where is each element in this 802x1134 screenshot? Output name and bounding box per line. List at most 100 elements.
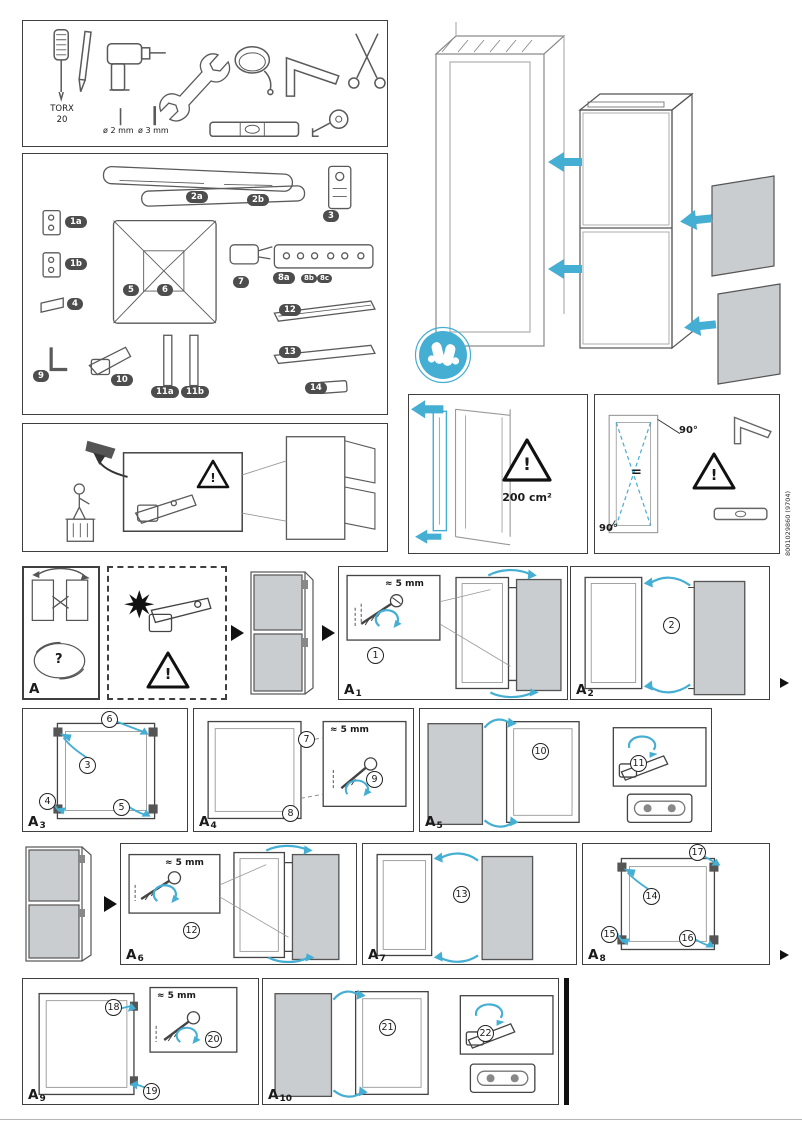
step-panel-a1: ≈ 5 mm 1 A1 [338,566,568,700]
angle-square-icon [285,56,340,97]
niche-drawing [434,22,566,347]
warning-mark: ! [210,470,216,485]
detail-inset-box [128,853,221,914]
step-panel-a10: 21 22 A10 [262,978,559,1105]
part-badge-3: 3 [323,210,339,222]
fridge-front-view [22,843,100,965]
wrench-icon [159,53,231,122]
angle-top-label: 90° [679,425,698,436]
section-label-a1: A1 [344,681,362,699]
step-badge-21: 21 [379,1019,396,1036]
screw-turn-arrow [374,609,400,627]
angle-bottom-label: 90° [599,523,618,534]
square-tool-icon [733,416,772,445]
section-a-intro-panel: ? A [22,566,100,700]
hinge-10-shape [88,346,132,376]
door-swing-arrow-bottom [489,691,534,699]
hinge-turn-arrow [474,1003,504,1019]
hinge-turn-arrow [627,735,657,751]
part-badge-11a: 11a [151,386,179,398]
step-badge-13: 13 [453,886,470,903]
impact-star [124,590,155,619]
step-panel-a4: ≈ 5 mm 7 8 9 A4 [193,708,414,832]
attach-arrow-bottom [332,1089,363,1098]
cord-icon [234,46,274,96]
strip-11b-shape [189,334,199,387]
step-badge-18: 18 [105,999,122,1016]
part-3-shape [328,165,352,210]
part-badge-8c: 8c [317,274,333,283]
cover-box [626,793,693,824]
bottom-rule [0,1119,802,1120]
scissors-icon [348,33,386,89]
flow-arrow [104,896,117,912]
step-badge-19: 19 [143,1083,160,1100]
attach-arrow-bottom [483,819,514,828]
fridge-front-view [247,568,319,698]
vent-warning-triangle: ! [501,437,553,483]
part-1a-shape [42,209,61,236]
insert-arrow-bottom [548,259,582,279]
part-badge-9: 9 [33,370,49,382]
parts-illustration [40,165,376,395]
align-warning-triangle: ! [691,451,737,491]
part-badge-10: 10 [111,374,133,386]
part-badge-7: 7 [233,276,249,288]
part-badge-2a: 2a [186,191,208,203]
drill-template-2b [141,185,306,207]
rail-13-shape [273,344,376,365]
section-label-a2: A2 [576,681,594,699]
step-panel-a9: ≈ 5 mm 18 19 20 A9 [22,978,259,1105]
section-label-a8: A8 [588,946,606,964]
vent-arrow-top [411,400,444,419]
step-badge-17: 17 [689,844,706,861]
row-continue-arrow [780,950,789,960]
part-badge-13: 13 [279,346,301,358]
part-badge-2b: 2b [247,194,269,206]
torx-size-label: 20 [56,115,68,125]
screw-turn-arrow [152,884,178,902]
disposal-illustration [65,436,376,542]
part-badge-8b: 8b [301,274,317,283]
step-panel-a5: 10 11 A5 [419,708,712,832]
equals-sign: = [631,465,642,480]
screw-turn-arrow [175,1026,198,1043]
step-badge-9: 9 [366,771,383,788]
gloves-ring [414,326,472,384]
warning-mark: ! [710,466,718,485]
part-badge-14: 14 [305,382,327,394]
tools-panel: TORX 20 ø 2 mm ø 3 mm [22,20,388,147]
cover-box [469,1063,536,1093]
part-badge-5: 5 [123,284,139,296]
step-badge-7: 7 [298,731,315,748]
tape-measure-icon [311,109,349,138]
step-panel-a3: 6 3 4 5 A3 [22,708,188,832]
step-badge-14: 14 [643,888,660,905]
alignment-panel: 90° 90° = ! [594,394,780,554]
door-swing-arrow-top [487,568,532,577]
disposal-detail-box [122,452,243,532]
step-badge-4: 4 [39,793,56,810]
detail-inset-box [322,720,407,807]
part-badge-1a: 1a [65,216,87,228]
hinge-in-box [134,494,197,524]
panel-attach-arrow-bottom [439,954,479,963]
step-panel-a8: 17 14 15 16 A8 [582,843,770,965]
step-badge-10: 10 [532,743,549,760]
person-bin-icon [65,483,96,542]
screw-icon [360,594,404,626]
panel-arrow-top [680,210,713,230]
document-code: 8001029860 (9704) [784,490,792,556]
part-4-shape [40,297,64,313]
level-tool-icon [713,507,768,521]
fridge-outline [285,436,376,540]
strip-11a-shape [163,334,173,387]
step-badge-8: 8 [282,805,299,822]
vent-area-label: 200 cm² [502,491,552,504]
pencil-icon [78,30,92,92]
gap-label: ≈ 5 mm [330,725,369,735]
angle-leader-lines [608,419,681,531]
question-mark: ? [55,652,63,667]
drill-template-2a [102,165,294,192]
